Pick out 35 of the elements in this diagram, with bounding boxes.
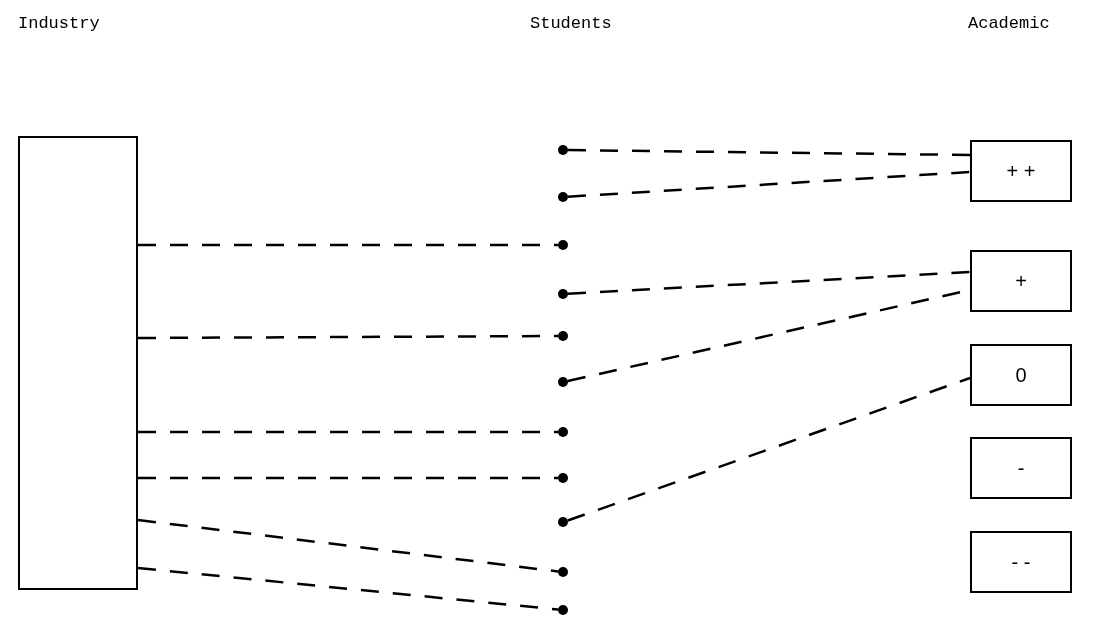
student-dot: [558, 145, 568, 155]
dashed-line: [138, 476, 558, 480]
rating-box: [970, 344, 1072, 406]
student-dot: [558, 567, 568, 577]
rating-box: [970, 140, 1072, 202]
rating-box: [970, 437, 1072, 499]
industry-box: [18, 136, 138, 590]
dashed-line: [567, 376, 971, 522]
column-heading: Academic: [968, 14, 1050, 33]
dashed-line: [137, 566, 559, 611]
rating-label: - -: [1011, 550, 1031, 574]
student-dot: [558, 605, 568, 615]
column-heading: Students: [530, 14, 612, 33]
student-dot: [558, 517, 568, 527]
student-dot: [558, 331, 568, 341]
rating-label: + +: [1006, 159, 1036, 183]
dashed-line: [567, 270, 971, 295]
student-dot: [558, 473, 568, 483]
student-dot: [558, 377, 568, 387]
rating-label: 0: [1015, 363, 1027, 387]
dashed-line: [567, 170, 971, 198]
student-dot: [558, 427, 568, 437]
dashed-line: [137, 518, 559, 573]
column-heading: Industry: [18, 14, 100, 33]
rating-label: +: [1015, 269, 1027, 293]
rating-label: -: [1017, 456, 1025, 480]
student-dot: [558, 240, 568, 250]
dashed-line: [568, 148, 970, 157]
rating-box: [970, 531, 1072, 593]
student-dot: [558, 289, 568, 299]
dashed-line: [138, 430, 558, 434]
dashed-line: [138, 243, 558, 247]
rating-box: [970, 250, 1072, 312]
dashed-line: [138, 334, 558, 340]
student-dot: [558, 192, 568, 202]
